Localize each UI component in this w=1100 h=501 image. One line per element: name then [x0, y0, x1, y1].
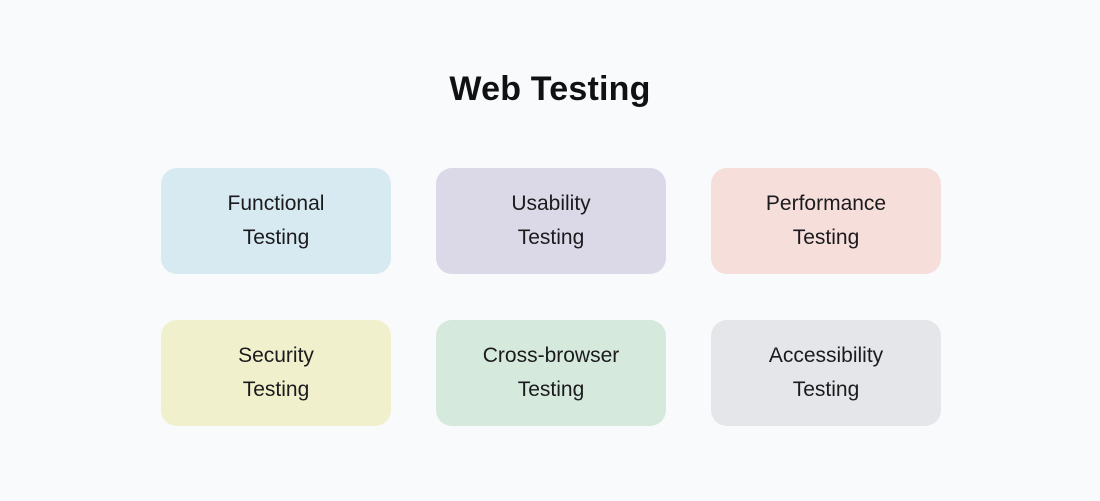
card-label-line1: Functional: [227, 192, 325, 215]
page-title: Web Testing: [449, 70, 651, 108]
card-cross-browser-testing: Cross-browser Testing: [436, 320, 666, 426]
card-label-line2: Testing: [792, 226, 860, 249]
card-security-testing: Security Testing: [161, 320, 391, 426]
card-functional-testing: Functional Testing: [161, 168, 391, 274]
card-label-line1: Performance: [765, 192, 887, 215]
card-grid: Functional Testing Usability Testing Per…: [161, 168, 941, 426]
card-usability-testing: Usability Testing: [436, 168, 666, 274]
card-label-line1: Cross-browser: [482, 344, 620, 367]
card-label-line1: Security: [238, 344, 314, 367]
card-label-line1: Accessibility: [768, 344, 884, 367]
card-label-line2: Testing: [517, 378, 585, 401]
card-label-line2: Testing: [517, 226, 585, 249]
card-performance-testing: Performance Testing: [711, 168, 941, 274]
card-label-line2: Testing: [792, 378, 860, 401]
card-label-line2: Testing: [242, 378, 310, 401]
card-label-line2: Testing: [242, 226, 310, 249]
card-label-line1: Usability: [511, 192, 591, 215]
card-accessibility-testing: Accessibility Testing: [711, 320, 941, 426]
